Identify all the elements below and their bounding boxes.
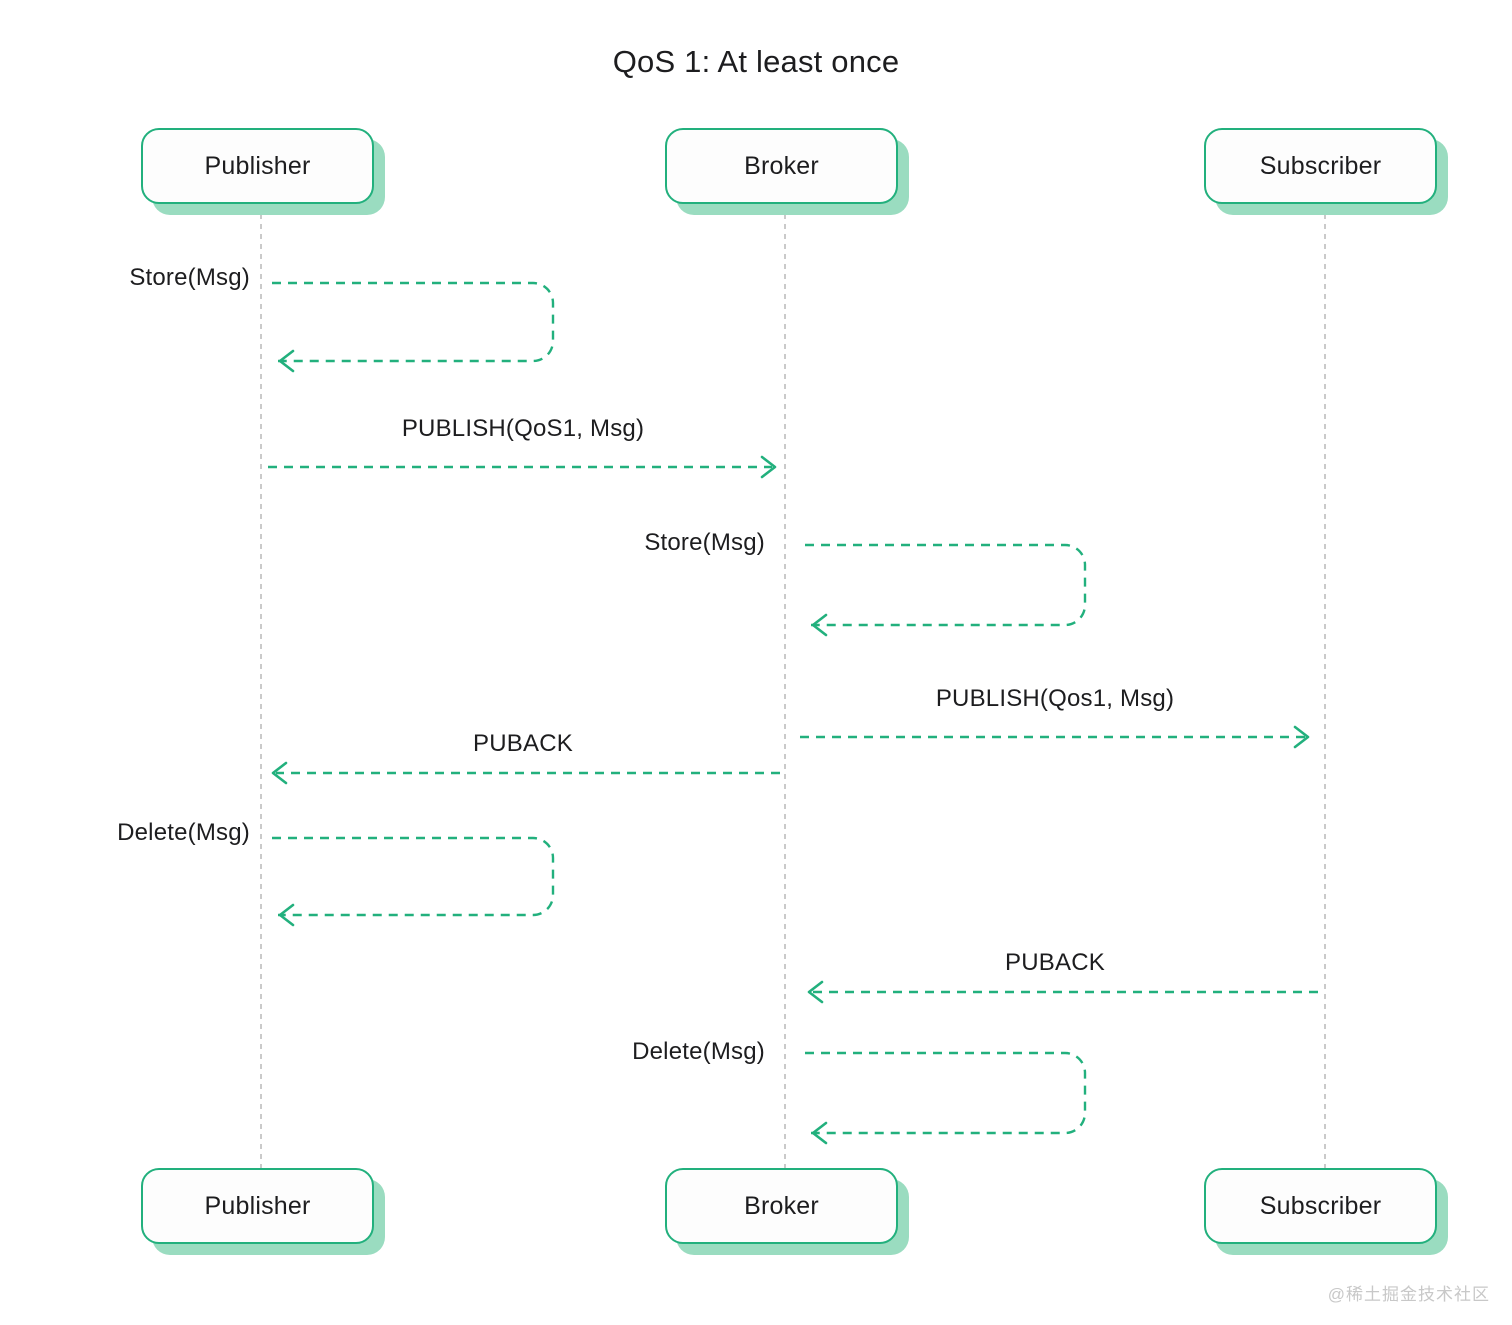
message-m7-arrow	[807, 980, 1318, 1004]
actor-subscriber-bottom[interactable]: Subscriber	[1204, 1168, 1437, 1244]
actor-subscriber-bottom-label: Subscriber	[1259, 1191, 1382, 1220]
message-label-m2: PUBLISH(QoS1, Msg)	[401, 415, 645, 442]
message-label-m5: PUBACK	[473, 730, 573, 757]
message-label-m4: PUBLISH(Qos1, Msg)	[935, 685, 1175, 712]
actor-broker-top-label: Broker	[744, 151, 819, 180]
watermark-text: @稀土掘金技术社区	[1327, 1285, 1490, 1304]
actor-publisher-top[interactable]: Publisher	[141, 128, 374, 204]
message-m6-self-loop	[272, 836, 555, 927]
actor-broker-bottom[interactable]: Broker	[665, 1168, 898, 1244]
message-m8-self-loop	[805, 1051, 1087, 1145]
message-m1-self-loop	[272, 281, 555, 373]
message-label-m3: Store(Msg)	[644, 529, 765, 556]
actor-broker-top[interactable]: Broker	[665, 128, 898, 204]
actor-subscriber-top-label: Subscriber	[1259, 151, 1382, 180]
actor-subscriber-top[interactable]: Subscriber	[1204, 128, 1437, 204]
message-m4-arrow	[800, 725, 1310, 749]
message-label-m6: Delete(Msg)	[117, 819, 250, 846]
actor-publisher-top-label: Publisher	[204, 151, 311, 180]
message-m5-arrow	[271, 761, 780, 785]
message-label-m7: PUBACK	[1005, 949, 1105, 976]
page-title: QoS 1: At least once	[612, 44, 900, 79]
actor-publisher-bottom-label: Publisher	[204, 1191, 311, 1220]
message-m2-arrow	[268, 455, 777, 479]
message-label-m1: Store(Msg)	[129, 264, 250, 291]
message-m3-self-loop	[805, 543, 1087, 637]
actor-broker-bottom-label: Broker	[744, 1191, 819, 1220]
actor-publisher-bottom[interactable]: Publisher	[141, 1168, 374, 1244]
message-label-m8: Delete(Msg)	[632, 1038, 765, 1065]
